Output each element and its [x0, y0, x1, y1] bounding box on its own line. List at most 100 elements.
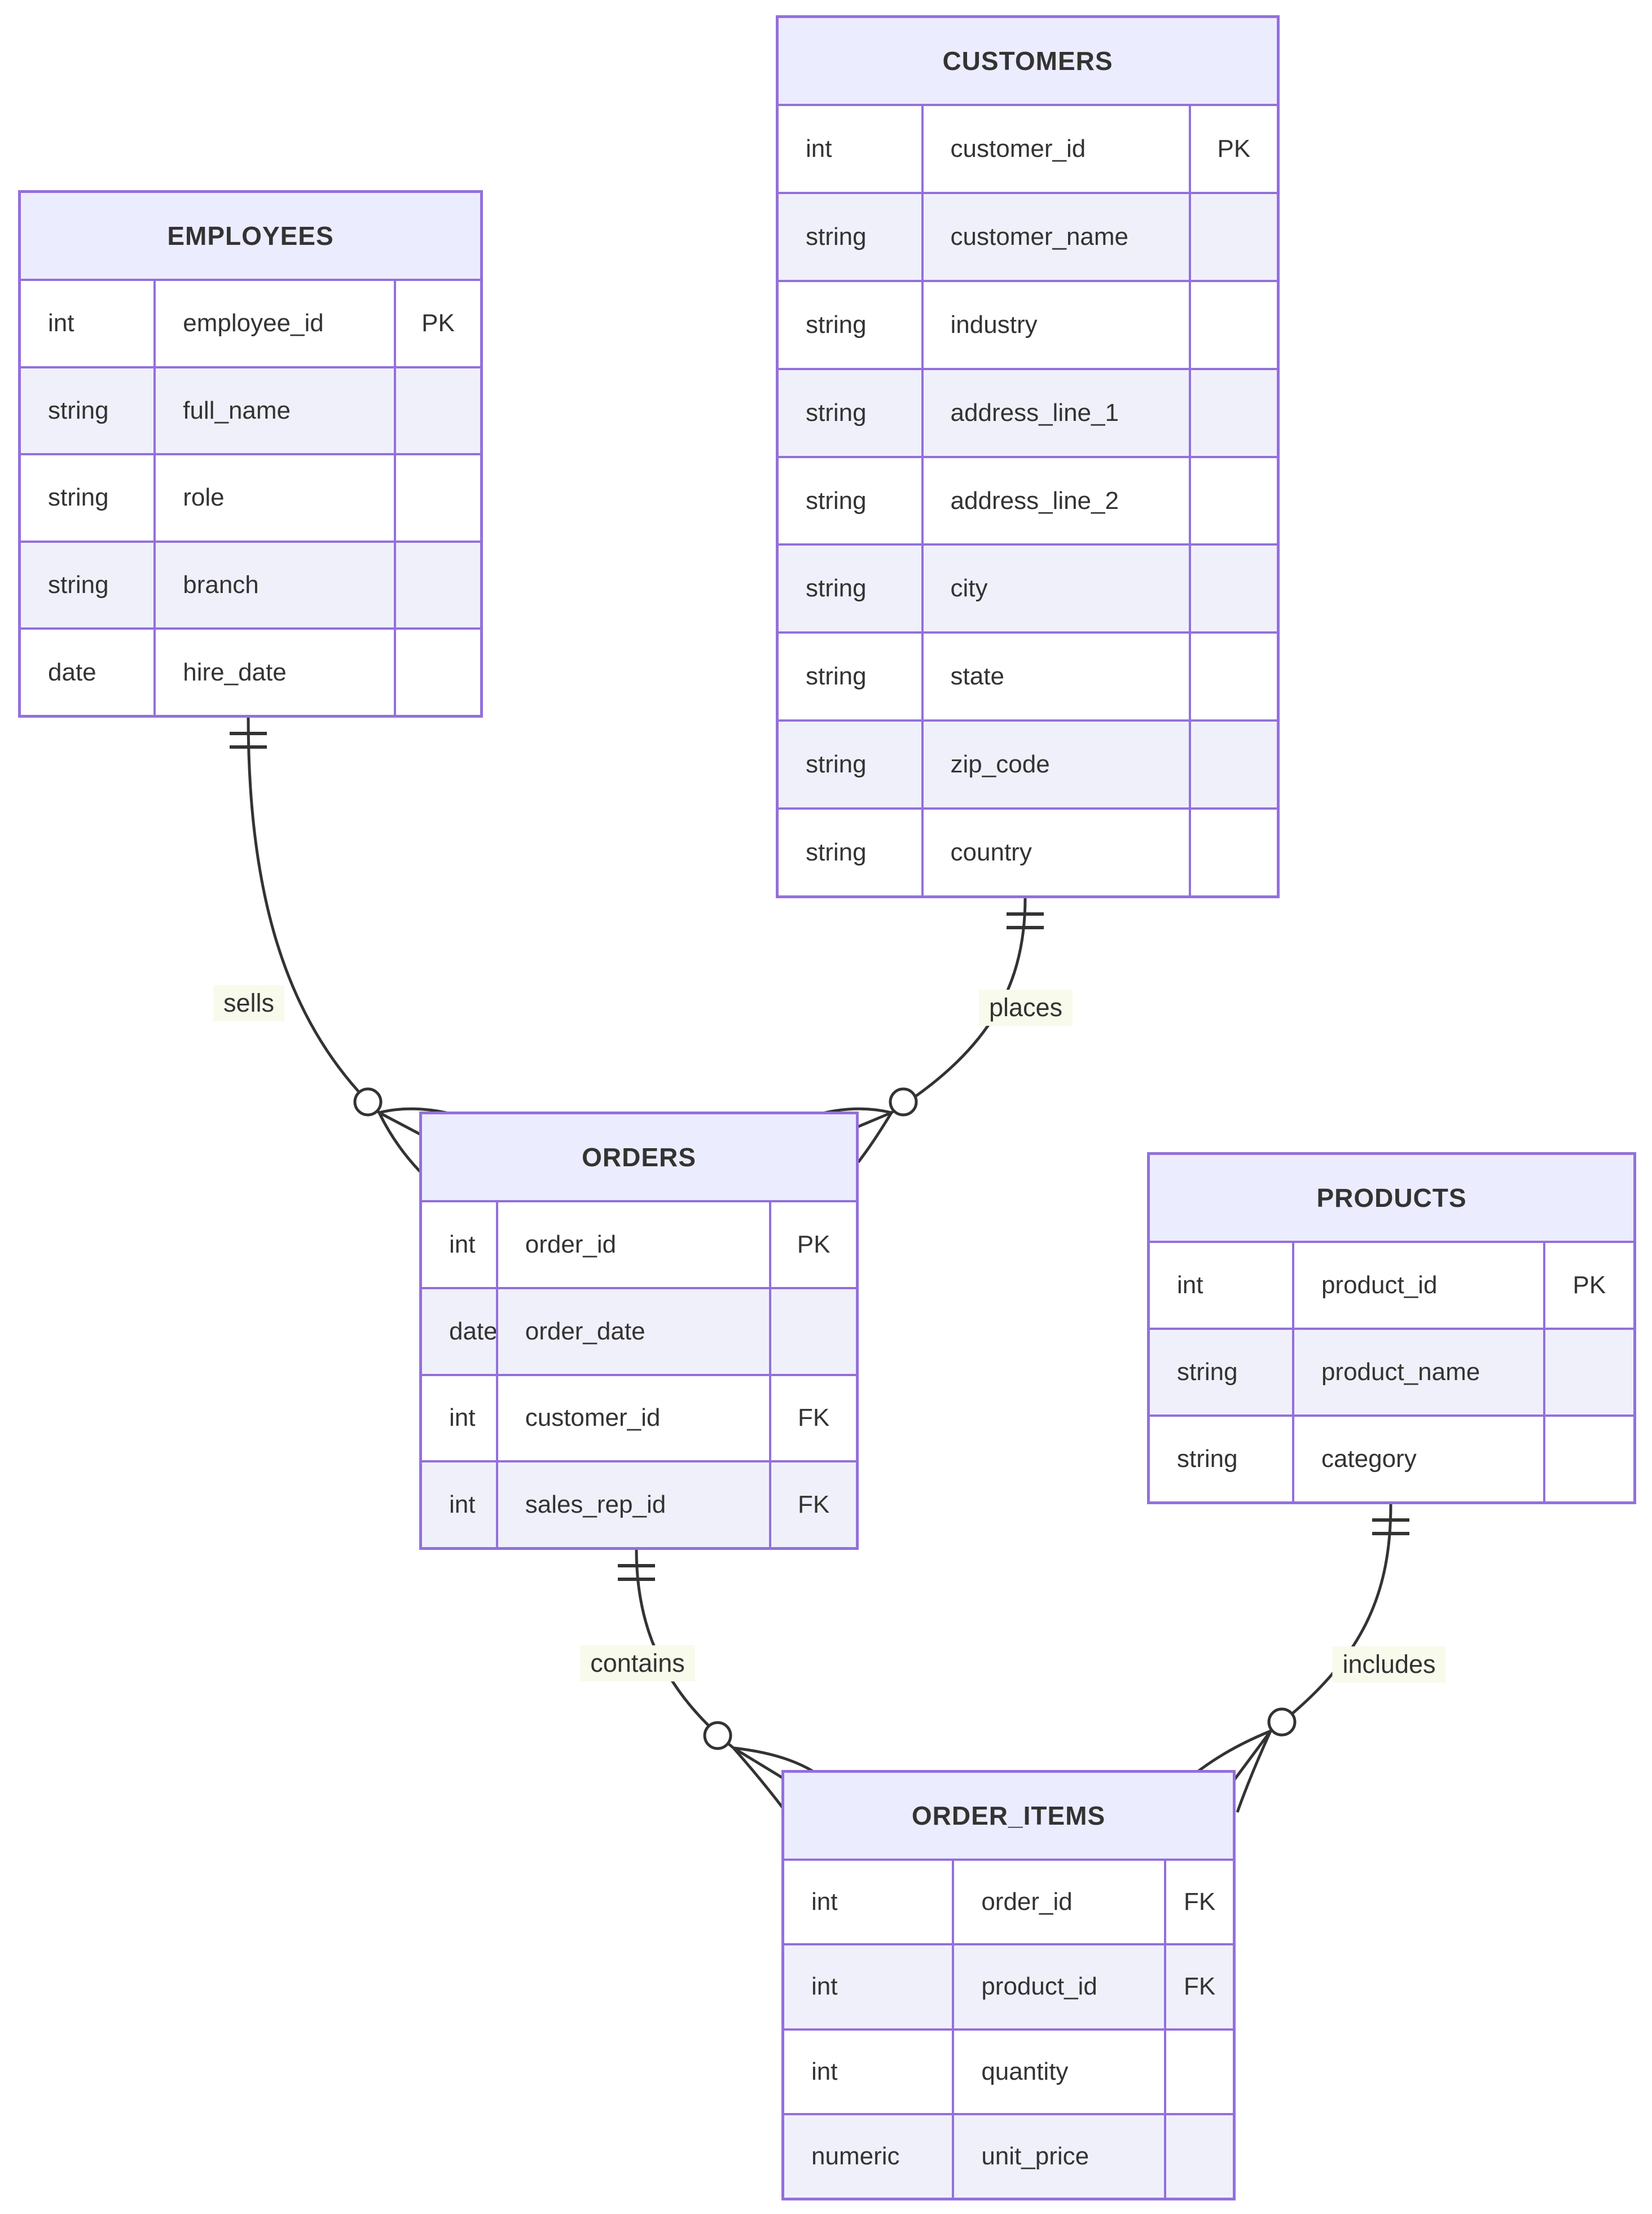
attribute-key	[1543, 1330, 1633, 1414]
attribute-type: string	[806, 574, 867, 603]
attribute-key	[1188, 370, 1277, 456]
relationship-label-places: places	[978, 990, 1073, 1026]
attribute-type: string	[806, 486, 867, 515]
attribute-type: string	[48, 484, 109, 512]
entity-title: PRODUCTS	[1150, 1155, 1633, 1243]
attribute-key	[1164, 2030, 1233, 2113]
attribute-key	[1188, 546, 1277, 632]
zero-or-many-marker	[703, 1721, 815, 1809]
attribute-key: FK	[769, 1462, 856, 1547]
attribute-name: category	[1291, 1417, 1543, 1501]
attribute-name: city	[921, 546, 1189, 632]
attribute-type: int	[449, 1491, 476, 1519]
relationship-label-includes: includes	[1332, 1646, 1446, 1683]
one-and-only-one-marker	[618, 1564, 655, 1581]
attribute-key	[393, 630, 480, 715]
entity-title: ORDER_ITEMS	[784, 1773, 1233, 1861]
attribute-key	[393, 455, 480, 541]
entity-title: CUSTOMERS	[779, 18, 1277, 106]
attribute-key: FK	[1164, 1945, 1233, 2028]
attribute-key: PK	[1543, 1243, 1633, 1328]
attribute-key: PK	[769, 1202, 856, 1287]
attribute-type: int	[806, 134, 832, 162]
attribute-name: customer_id	[921, 106, 1189, 192]
attribute-type: string	[806, 222, 867, 251]
attribute-key	[1164, 2115, 1233, 2198]
attribute-type: date	[48, 658, 96, 686]
attribute-type: int	[449, 1230, 476, 1258]
attribute-type: string	[1177, 1358, 1238, 1386]
attribute-name: state	[921, 634, 1189, 720]
attribute-key	[1543, 1417, 1633, 1501]
attribute-type: int	[1177, 1271, 1203, 1299]
attribute-name: unit_price	[952, 2115, 1164, 2198]
zero-or-many-marker	[1197, 1707, 1297, 1813]
attribute-type: date	[449, 1317, 498, 1345]
relationship-sells	[230, 717, 449, 1173]
attribute-row: string full_name	[21, 366, 480, 454]
attribute-type: string	[1177, 1445, 1238, 1473]
attribute-key	[393, 368, 480, 454]
attribute-type: int	[48, 309, 74, 337]
attribute-type: int	[811, 2057, 838, 2085]
attribute-name: full_name	[153, 368, 394, 454]
attribute-name: order_id	[952, 1861, 1164, 1944]
attribute-name: order_date	[495, 1289, 769, 1374]
entity-title: ORDERS	[422, 1114, 856, 1202]
attribute-name: order_id	[495, 1202, 769, 1287]
entity-title: EMPLOYEES	[21, 193, 480, 281]
one-and-only-one-marker	[1372, 1518, 1409, 1535]
attribute-row: numeric unit_price	[784, 2112, 1233, 2198]
attribute-name: product_id	[952, 1945, 1164, 2028]
attribute-key	[1188, 722, 1277, 808]
attribute-key	[1188, 282, 1277, 368]
attribute-type: string	[48, 396, 109, 424]
attribute-key: FK	[769, 1376, 856, 1461]
attribute-type: numeric	[811, 2142, 900, 2170]
attribute-type: string	[806, 310, 867, 339]
attribute-name: branch	[153, 542, 394, 628]
attribute-name: quantity	[952, 2030, 1164, 2113]
attribute-name: hire_date	[153, 630, 394, 715]
attribute-key	[769, 1289, 856, 1374]
attribute-type: string	[48, 571, 109, 599]
relationship-places	[822, 898, 1044, 1163]
attribute-row: string branch	[21, 540, 480, 628]
attribute-name: country	[921, 810, 1189, 896]
attribute-name: product_id	[1291, 1243, 1543, 1328]
attribute-name: zip_code	[921, 722, 1189, 808]
attribute-name: role	[153, 455, 394, 541]
attribute-type: int	[811, 1973, 838, 2001]
attribute-key: FK	[1164, 1861, 1233, 1944]
attribute-row: int quantity	[784, 2028, 1233, 2113]
relationship-contains	[618, 1549, 815, 1809]
attribute-name: employee_id	[153, 281, 394, 366]
attribute-row: string role	[21, 453, 480, 541]
attribute-key	[1188, 458, 1277, 544]
relationship-includes	[1197, 1504, 1409, 1813]
attribute-name: sales_rep_id	[495, 1462, 769, 1547]
attribute-type: string	[806, 838, 867, 867]
attribute-key	[1188, 810, 1277, 896]
attribute-row: string country	[779, 807, 1277, 896]
attribute-name: address_line_2	[921, 458, 1189, 544]
attribute-key: PK	[393, 281, 480, 366]
